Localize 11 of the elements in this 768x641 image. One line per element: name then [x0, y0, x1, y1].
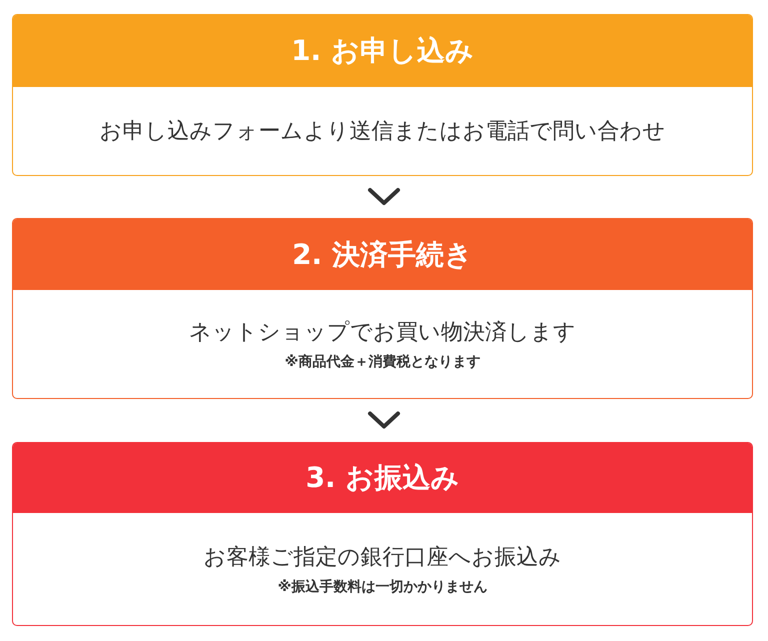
step-note: ※商品代金＋消費税となります [284, 352, 480, 370]
step-heading: 3. お振込み [306, 460, 460, 496]
step-heading: 1. お申し込み [291, 33, 474, 69]
step-note: ※振込手数料は一切かかりません [278, 578, 488, 596]
step-description: お客様ご指定の銀行口座へお振込み [204, 544, 562, 572]
step-card [12, 218, 753, 399]
step-description: お申し込みフォームより送信またはお電話で問い合わせ [100, 118, 666, 146]
step-card [12, 14, 753, 176]
step-description: ネットショップでお買い物決済します [189, 318, 576, 346]
step-heading: 2. 決済手続き [292, 236, 473, 272]
step-card [12, 442, 753, 626]
